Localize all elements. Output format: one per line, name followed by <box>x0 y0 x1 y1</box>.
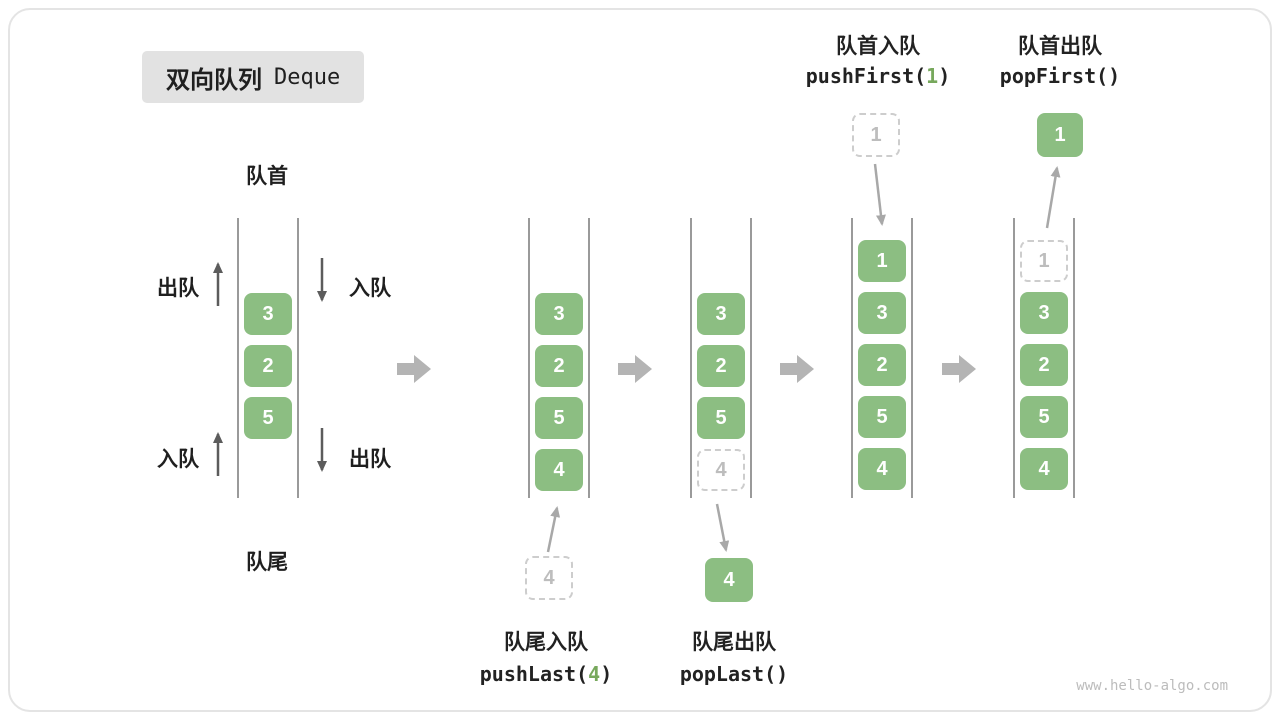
title-badge: 双向队列 Deque <box>142 51 365 103</box>
arrow-down-icon <box>317 258 327 302</box>
transition-arrow-icon <box>780 355 814 383</box>
code-text: ) <box>938 64 951 88</box>
queue-item: 5 <box>697 397 745 439</box>
pop-last-value-box: 4 <box>705 558 753 602</box>
push-last-caption: 队尾入队 <box>504 631 588 654</box>
head-label: 队首 <box>246 165 288 188</box>
queue-item: 2 <box>244 345 292 387</box>
queue-item: 3 <box>697 293 745 335</box>
pop-first-caption: 队首出队 <box>1018 35 1102 58</box>
queue-item-ghost: 1 <box>1020 240 1068 282</box>
queue-state-1: 3 2 5 <box>237 218 299 498</box>
queue-state-2: 3 2 5 4 <box>528 218 590 498</box>
pop-first-code: popFirst() <box>999 64 1121 88</box>
queue-item: 3 <box>535 293 583 335</box>
title-zh: 双向队列 <box>166 66 262 94</box>
enqueue-label-bottom-left: 入队 <box>157 448 199 471</box>
push-first-code: pushFirst(1) <box>748 64 1008 88</box>
enqueue-label-top-right: 入队 <box>349 277 391 300</box>
transition-arrow-icon <box>397 355 431 383</box>
push-last-code: pushLast(4) <box>416 662 676 686</box>
pop-first-value-box: 1 <box>1037 113 1083 157</box>
queue-item: 2 <box>697 345 745 387</box>
title-en: Deque <box>274 64 341 90</box>
queue-item: 5 <box>244 397 292 439</box>
code-text: pushLast( <box>479 662 589 686</box>
queue-item: 1 <box>858 240 906 282</box>
code-text: pushFirst( <box>805 64 927 88</box>
queue-item: 3 <box>1020 292 1068 334</box>
queue-item: 4 <box>535 449 583 491</box>
arrow-up-icon <box>213 432 223 476</box>
queue-state-3: 3 2 5 4 <box>690 218 752 498</box>
queue-item-ghost: 4 <box>697 449 745 491</box>
push-first-value-box: 1 <box>852 113 900 157</box>
pop-last-code: popLast() <box>679 662 789 686</box>
queue-item: 2 <box>858 344 906 386</box>
queue-item: 5 <box>535 397 583 439</box>
queue-state-4: 1 3 2 5 4 <box>851 218 913 498</box>
queue-item: 4 <box>1020 448 1068 490</box>
pop-last-caption: 队尾出队 <box>692 631 776 654</box>
queue-item: 2 <box>535 345 583 387</box>
transition-arrow-icon <box>618 355 652 383</box>
queue-item: 4 <box>858 448 906 490</box>
queue-state-5: 1 3 2 5 4 <box>1013 218 1075 498</box>
code-arg: 4 <box>588 662 601 686</box>
arrow-down-icon <box>317 428 327 472</box>
queue-item: 3 <box>244 293 292 335</box>
tail-label: 队尾 <box>246 551 288 574</box>
arrow-up-icon <box>213 262 223 306</box>
pop-last-arrow-icon <box>715 503 730 552</box>
push-last-arrow-icon <box>546 506 561 553</box>
queue-item: 3 <box>858 292 906 334</box>
queue-item: 5 <box>1020 396 1068 438</box>
diagram-border <box>8 8 1272 712</box>
push-first-caption: 队首入队 <box>836 35 920 58</box>
dequeue-label-top-left: 出队 <box>157 277 199 300</box>
code-arg: 1 <box>926 64 939 88</box>
push-first-arrow-icon <box>873 163 886 226</box>
queue-item: 2 <box>1020 344 1068 386</box>
pop-first-arrow-icon <box>1045 166 1061 229</box>
watermark: www.hello-algo.com <box>1076 678 1228 694</box>
code-text: ) <box>600 662 613 686</box>
transition-arrow-icon <box>942 355 976 383</box>
dequeue-label-bottom-right: 出队 <box>349 448 391 471</box>
push-last-value-box: 4 <box>525 556 573 600</box>
queue-item: 5 <box>858 396 906 438</box>
